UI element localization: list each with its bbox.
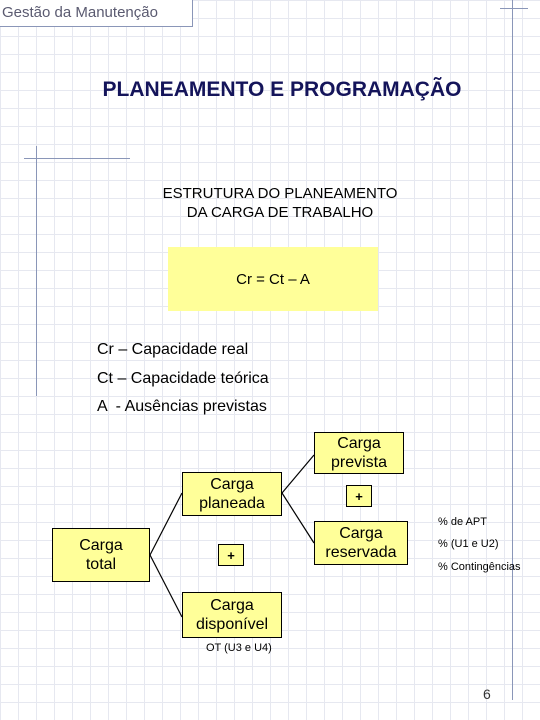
node-carga-total: Carga total [52,528,150,582]
node-carga-disponivel: Carga disponível [182,592,282,638]
node-carga-prevista-line-1: Carga [337,435,381,452]
node-carga-total-line-1: Carga [79,537,123,554]
connector-total-planeada [149,492,183,556]
formula-box: Cr = Ct – A [168,247,378,311]
section-rule [24,158,130,159]
node-carga-reservada-line-2: reservada [325,544,397,561]
node-carga-planeada-line-1: Carga [210,476,254,493]
node-carga-prevista-line-2: prevista [330,454,388,471]
page-title: PLANEAMENTO E PROGRAMAÇÃO [102,78,462,101]
node-carga-total-line-2: total [85,556,117,573]
node-carga-disponivel-line-2: disponível [195,616,269,633]
note-u1-u2: % (U1 e U2) [438,538,499,550]
note-contingencias: % Contingências [438,561,521,573]
node-carga-planeada: Carga planeada [182,472,282,516]
header-band: Gestão da Manutenção [0,0,192,26]
node-carga-disponivel-line-1: Carga [210,597,254,614]
note-apt: % de APT [438,516,487,528]
note-ot: OT (U3 e U4) [206,642,272,654]
header-underline [0,26,192,27]
formula-text: Cr = Ct – A [236,270,310,288]
plus-sign-2: + [346,485,372,507]
right-rule [512,0,513,700]
node-carga-reservada: Carga reservada [314,521,408,565]
plus-sign-1: + [218,544,244,566]
subtitle-line-1: ESTRUTURA DO PLANEAMENTO [162,185,398,202]
left-rule [36,146,37,396]
subtitle-line-2: DA CARGA DE TRABALHO [186,204,374,221]
definition-ct: Ct – Capacidade teórica [97,370,269,387]
definition-cr: Cr – Capacidade real [97,341,249,358]
node-carga-prevista: Carga prevista [314,432,404,474]
header-divider [192,0,193,27]
definition-a: A - Ausências previstas [97,398,267,415]
node-carga-reservada-line-1: Carga [339,525,383,542]
header-title: Gestão da Manutenção [2,4,158,21]
right-rule-cap [500,8,528,9]
page-number: 6 [483,686,491,702]
node-carga-planeada-line-2: planeada [199,495,265,512]
connector-planeada-prevista [281,454,315,494]
subtitle: ESTRUTURA DO PLANEAMENTO DA CARGA DE TRA… [120,184,440,222]
connector-planeada-reservada [281,492,315,544]
connector-total-disponivel [149,554,183,618]
